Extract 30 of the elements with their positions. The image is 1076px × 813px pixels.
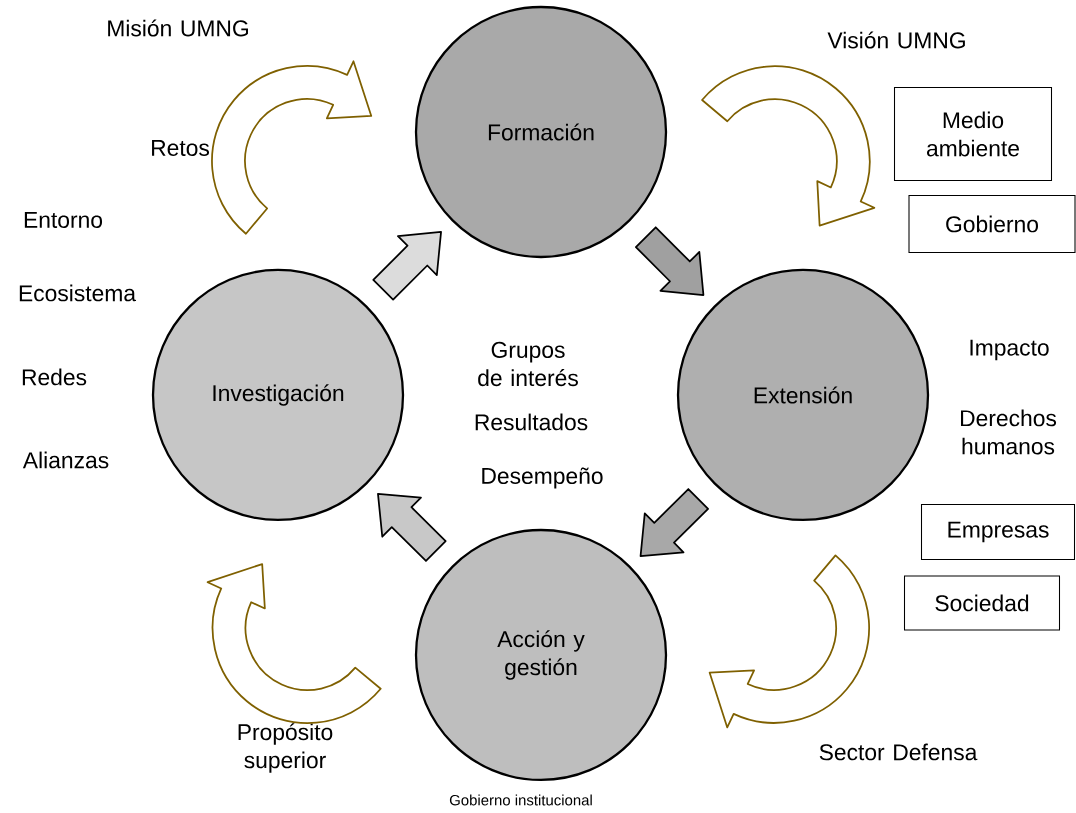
text-box: Gobierno <box>908 194 1076 253</box>
curved-arrow <box>211 60 373 235</box>
block-arrow <box>635 226 705 296</box>
caption-text: Gobierno institucional <box>449 794 592 806</box>
label-text: Sector Defensa <box>819 743 978 761</box>
label-text: Grupos de interés <box>478 341 578 387</box>
block-arrow <box>639 488 709 558</box>
curved-arrow <box>708 554 870 729</box>
circle-node: Extensión <box>676 268 930 522</box>
label-text: Resultados <box>475 413 588 431</box>
block-arrow <box>372 231 442 301</box>
label-text: Derechos humanos <box>961 409 1057 455</box>
label-text: Alianzas <box>22 451 109 469</box>
label-text: Entorno <box>24 212 103 228</box>
text-box: Empresas <box>921 503 1076 560</box>
label-text: Impacto <box>970 339 1049 361</box>
circle-node: Acción y gestión <box>414 528 668 782</box>
label-text: Propósito superior <box>238 723 333 773</box>
text-box: Medio ambiente <box>893 86 1053 181</box>
label-text: Visión UMNG <box>827 31 965 49</box>
circle-node: Investigación <box>151 268 405 522</box>
label-text: Desempeño <box>482 467 603 489</box>
label-text: Misión UMNG <box>108 19 248 37</box>
curved-arrow <box>701 65 876 227</box>
label-text: Redes <box>22 368 87 386</box>
label-text: Retos <box>152 140 209 156</box>
circle-node: Formación <box>414 5 668 259</box>
block-arrow <box>377 492 447 562</box>
text-box: Sociedad <box>903 575 1061 631</box>
curved-arrow <box>206 563 382 724</box>
